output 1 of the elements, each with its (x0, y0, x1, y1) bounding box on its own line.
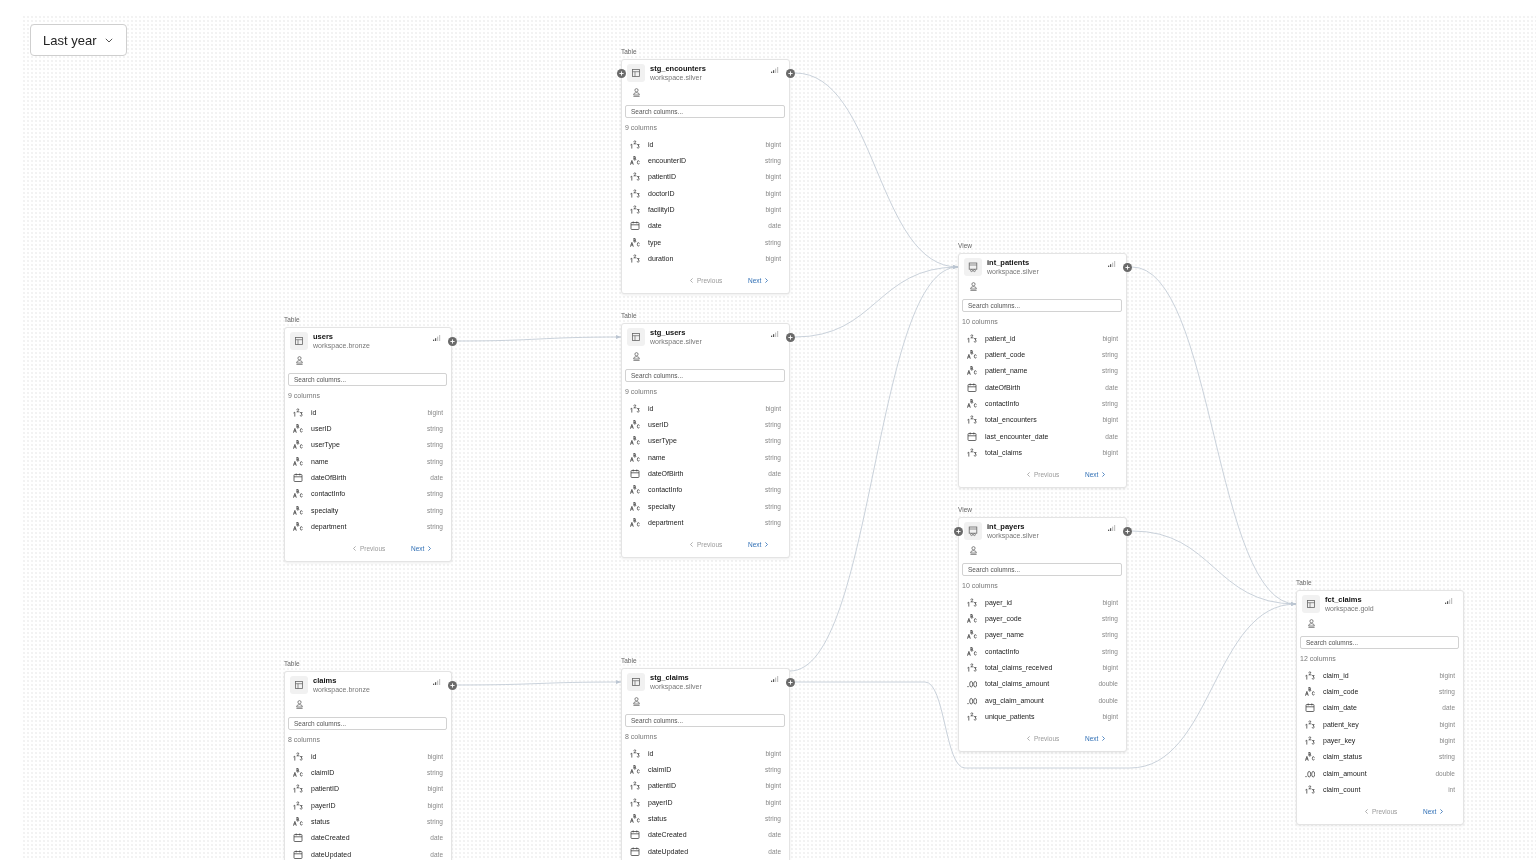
time-range-dropdown: Last year (30, 24, 127, 56)
